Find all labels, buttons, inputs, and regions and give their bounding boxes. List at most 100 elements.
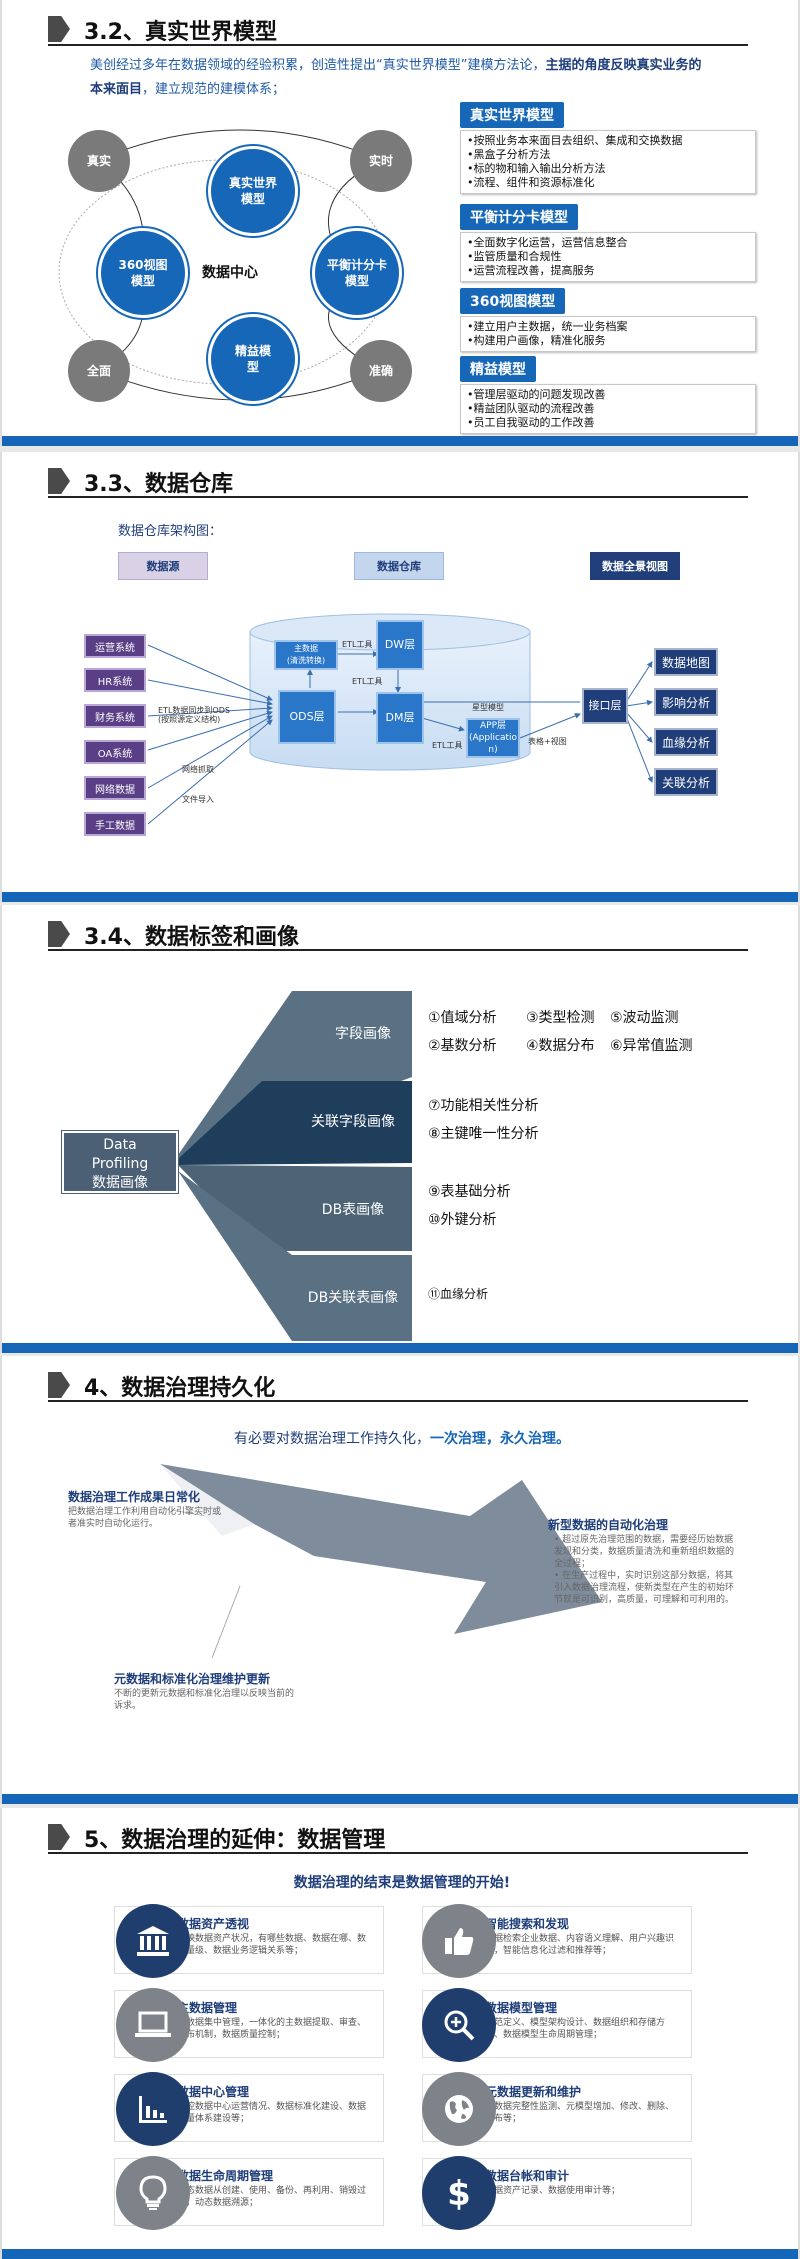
slide-footer-bar	[2, 436, 798, 446]
slide-title-text: 3.2、真实世界模型	[84, 20, 277, 45]
slide-title: 3.3、数据仓库	[48, 466, 748, 498]
model-card-list: •管理层驱动的问题发现改善 •精益团队驱动的流程改善 •员工自我驱动的工作改善	[460, 384, 756, 434]
node-lean-model: 精益模型	[208, 314, 298, 404]
analysis-item: ⑦功能相关性分析	[428, 1098, 539, 1114]
intro-emphasis: 主据的角度反映真实业务的本来面目	[90, 58, 702, 97]
header-data-warehouse: 数据仓库	[354, 552, 444, 580]
slide-title-text: 3.3、数据仓库	[84, 472, 233, 497]
slide-title: 3.4、数据标签和画像	[48, 919, 748, 951]
card-desc: 监控数据中心运营情况、数据标准化建设、数据质量体系建设等；	[177, 2102, 367, 2124]
profiling-fan-diagram	[178, 991, 412, 1341]
dp-line: Data	[103, 1137, 137, 1153]
label-etl: ETL工具	[342, 640, 373, 649]
fan-db-related-table-profile: DB关联表画像	[307, 1290, 399, 1306]
title-arrow-icon	[48, 1824, 70, 1850]
globe-icon	[422, 2072, 496, 2146]
card-desc: 元数据完整性监测、元模型增加、修改、删除、发布等；	[485, 2102, 675, 2124]
analysis-item: ⑥异常值监测	[610, 1038, 693, 1054]
block-head-metadata: 元数据和标准化治理维护更新	[114, 1672, 271, 1686]
model-card: 360视图模型 •建立用户主数据，统一业务档案 •构建用户画像，精准化服务	[460, 288, 756, 352]
slide-footer-bar	[2, 892, 798, 902]
header-panorama-view: 数据全景视图	[590, 552, 680, 580]
thumbs-up-icon	[422, 1904, 496, 1978]
layer-dw: DW层	[376, 620, 424, 670]
slide-data-warehouse: 3.3、数据仓库 数据仓库架构图： 数据源 数据仓库 数据全景视图 运营系统 H…	[0, 452, 800, 902]
title-arrow-icon	[48, 1372, 70, 1398]
model-card-title: 真实世界模型	[460, 102, 564, 128]
label-report-view: 表格+视图	[528, 737, 567, 746]
card-desc: 规范定义、模型架构设计、数据组织和存储方法、数据模型生命周期管理；	[485, 2018, 666, 2040]
slide-data-management: 5、数据治理的延伸：数据管理 数据治理的结束是数据管理的开始! 数据资产透视 反…	[0, 1808, 800, 2259]
card-title: 智能搜索和发现	[485, 1917, 570, 1931]
card-desc: 静态数据从创建、使用、备份、再利用、销毁过程，动态数据溯源；	[177, 2186, 367, 2208]
bar-chart-icon	[116, 2072, 190, 2146]
output-lineage-analysis: 血缘分析	[654, 728, 718, 756]
header-data-source: 数据源	[118, 552, 208, 580]
dollar-icon: $	[422, 2156, 496, 2230]
label-star-schema: 星型模型	[472, 703, 504, 712]
data-center-label: 数据中心	[202, 265, 258, 281]
intro-text: 美创经过多年在数据领域的经验积累，创造性提出“真实世界模型”建模方法论，	[90, 58, 546, 73]
label-file-import: 文件导入	[182, 795, 214, 804]
card-desc: 反映数据资产状况，有哪些数据、数据在哪、数据量级、数据业务逻辑关系等；	[177, 1934, 367, 1956]
intro-text-end: ，建立规范的建模体系；	[142, 82, 286, 97]
model-item: •按照业务本来面目去组织、集成和交换数据	[467, 134, 683, 147]
analysis-item: ⑪血缘分析	[428, 1287, 489, 1301]
slide-title-text: 3.4、数据标签和画像	[84, 925, 299, 950]
node-balanced-scorecard-model: 平衡计分卡模型	[312, 228, 402, 318]
source-oa-system: OA系统	[84, 740, 146, 764]
fan-db-table-profile: DB表画像	[321, 1202, 385, 1218]
analysis-item: ④数据分布	[526, 1038, 595, 1054]
model-card-list: •全面数字化运营，运营信息整合 •监管质量和合规性 •运营流程改善，提高服务	[460, 232, 756, 282]
card-desc: 数据检索企业数据、内容语义理解、用户兴趣识别，智能信息化过滤和推荐等；	[485, 1934, 675, 1956]
layer-app: APP层 (Applicatio n)	[466, 718, 520, 758]
slide-title: 3.2、真实世界模型	[48, 14, 748, 46]
analysis-item: ⑧主键唯一性分析	[428, 1126, 539, 1142]
model-item: •黑盒子分析方法	[467, 148, 551, 161]
zoom-in-icon	[422, 1988, 496, 2062]
source-finance-system: 财务系统	[84, 704, 146, 728]
analysis-item: ①值域分析	[428, 1010, 497, 1026]
layer-master-data: 主数据 (清洗转换)	[274, 640, 338, 670]
model-card-title: 360视图模型	[460, 288, 566, 314]
persistence-arrow-graphic	[160, 1464, 602, 1659]
svg-text:$: $	[447, 2174, 471, 2212]
slide-data-profiling: 3.4、数据标签和画像 Data Profiling 数据画像 字段画像 关联字…	[0, 905, 800, 1353]
model-item: •建立用户主数据，统一业务档案	[467, 320, 628, 333]
corner-complete: 全面	[68, 340, 130, 402]
governance-lead: 有必要对数据治理工作持久化，一次治理，永久治理。	[2, 1428, 798, 1448]
corner-accurate: 准确	[350, 340, 412, 402]
corner-real: 真实	[68, 130, 130, 192]
model-item: •员工自我驱动的工作改善	[467, 416, 595, 429]
block-head-new-data: 新型数据的自动化治理	[548, 1518, 669, 1532]
layer-interface: 接口层	[582, 688, 628, 724]
card-title: 主数据管理	[177, 2001, 238, 2015]
model-item: •精益团队驱动的流程改善	[467, 402, 595, 415]
label-crawler: 网络抓取	[182, 765, 214, 774]
output-correlation-analysis: 关联分析	[654, 768, 718, 796]
model-card: 平衡计分卡模型 •全面数字化运营，运营信息整合 •监管质量和合规性 •运营流程改…	[460, 204, 756, 282]
analysis-item: ⑤波动监测	[610, 1010, 679, 1026]
model-card: 精益模型 •管理层驱动的问题发现改善 •精益团队驱动的流程改善 •员工自我驱动的…	[460, 356, 756, 434]
block-desc-routine: 把数据治理工作利用自动化引擎实时或者准实时自动化运行。	[68, 1507, 222, 1529]
analysis-item: ③类型检测	[526, 1010, 595, 1026]
model-item: •标的物和输入输出分析方法	[467, 162, 606, 175]
source-manual-data: 手工数据	[84, 812, 146, 836]
slide-footer-bar	[2, 2249, 798, 2259]
model-item: •流程、组件和资源标准化	[467, 176, 595, 189]
card-title: 数据生命周期管理	[177, 2169, 274, 2183]
label-etl: ETL工具	[352, 677, 383, 686]
model-item: •监管质量和合规性	[467, 250, 562, 263]
card-title: 数据资产透视	[177, 1917, 250, 1931]
intro-paragraph: 美创经过多年在数据领域的经验积累，创造性提出“真实世界模型”建模方法论，主据的角…	[90, 54, 710, 102]
block-desc-new-data: • 超过原先治理范围的数据，需要经历始数据发现和分类，数据质量清洗和重新组织数据…	[554, 1535, 735, 1605]
label-etl: ETL工具	[432, 741, 463, 750]
lead-emphasis: 一次治理，永久治理。	[430, 1431, 570, 1447]
model-item: •构建用户画像，精准化服务	[467, 334, 606, 347]
fan-field-profile: 字段画像	[335, 1026, 391, 1042]
dp-line: Profiling	[91, 1156, 149, 1172]
architecture-subtitle: 数据仓库架构图：	[118, 524, 223, 539]
source-web-data: 网络数据	[84, 776, 146, 800]
model-card: 真实世界模型 •按照业务本来面目去组织、集成和交换数据 •黑盒子分析方法 •标的…	[460, 102, 756, 194]
slide-real-world-model: 3.2、真实世界模型 美创经过多年在数据领域的经验积累，创造性提出“真实世界模型…	[0, 0, 800, 446]
